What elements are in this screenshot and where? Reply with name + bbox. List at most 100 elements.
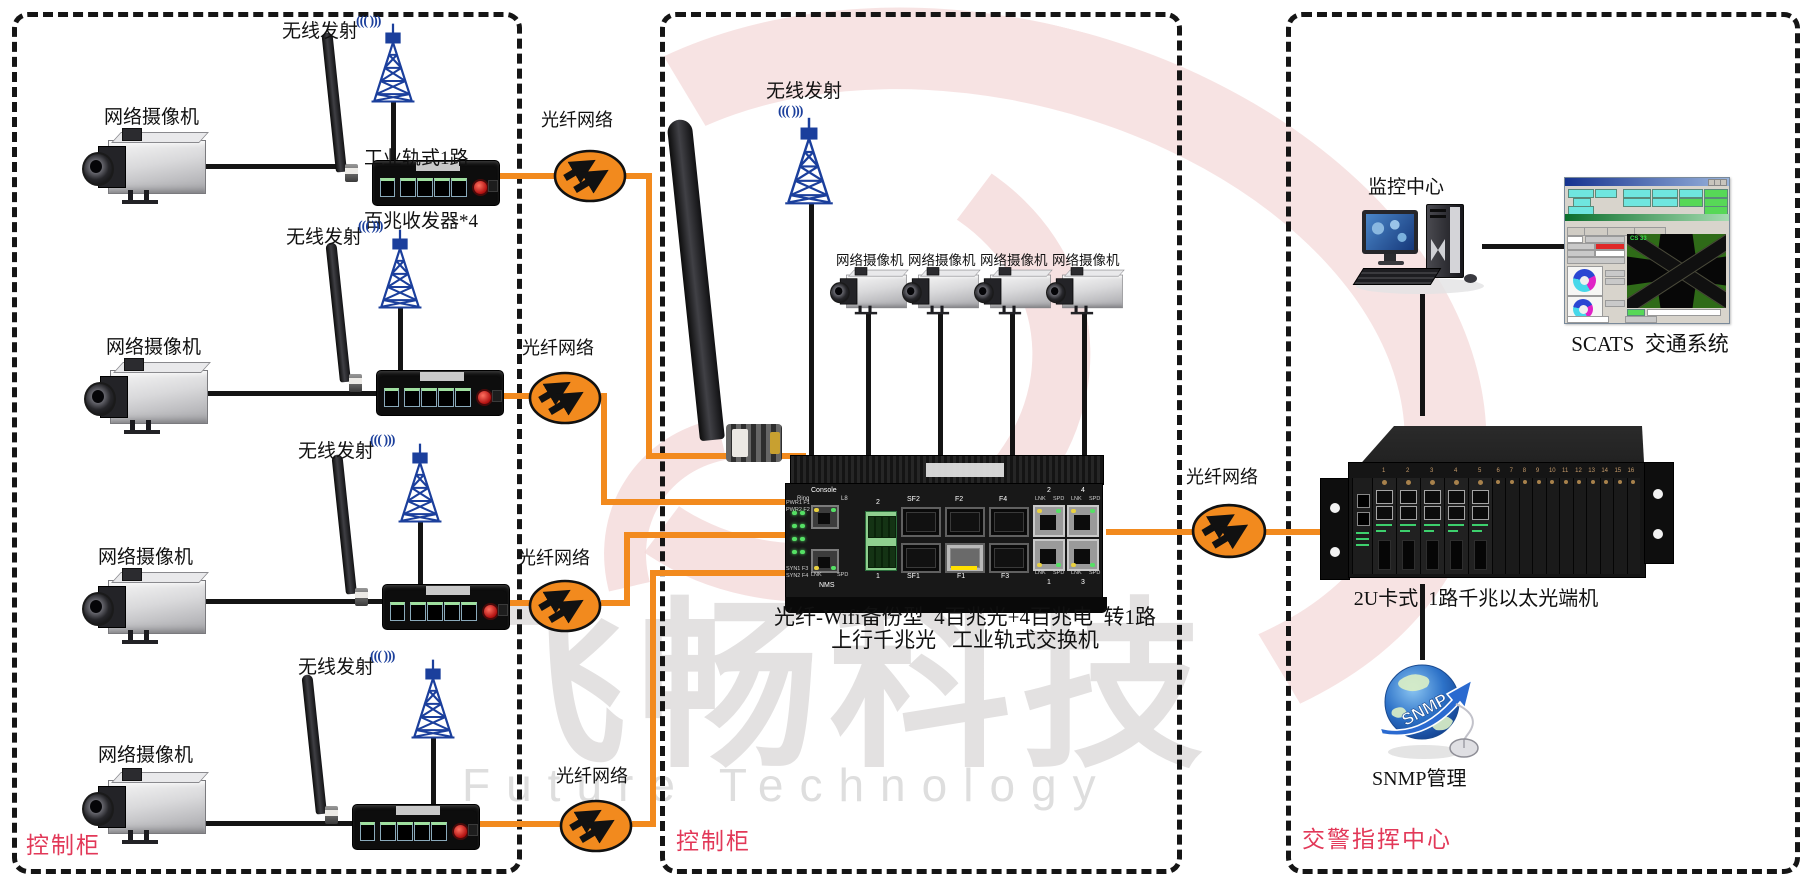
watermark-company-en: Future Technology [462, 759, 1112, 811]
ip-camera [82, 766, 209, 846]
antenna-base [325, 806, 338, 824]
wireless-label: 无线发射 [298, 441, 375, 462]
port-label: L8 [841, 496, 848, 502]
scats-button [1652, 198, 1678, 207]
ip-camera [974, 266, 1053, 316]
fiber-line [650, 570, 656, 827]
fiber-line [601, 499, 801, 505]
scats-field [1567, 250, 1595, 257]
port-label: 1 [876, 573, 880, 580]
scats-label: SCATS 交通系统 [1571, 332, 1729, 356]
zone-left-control-cabinet [12, 12, 522, 874]
wire [418, 522, 423, 586]
port-label: 3 [1081, 579, 1085, 586]
wireless-label: 无线发射 [766, 81, 843, 102]
wire [391, 102, 396, 164]
fiber-transceiver [382, 584, 510, 630]
wire [809, 204, 814, 458]
scats-field [1595, 250, 1625, 257]
scats-field [1585, 236, 1625, 243]
fiber-line [650, 570, 802, 576]
scats-button [1679, 198, 1703, 207]
scats-field [1625, 316, 1657, 323]
radio-tower-icon [365, 22, 421, 104]
port-label: SPD [1053, 570, 1065, 576]
ip-camera [1046, 266, 1125, 316]
fiber-network-icon [527, 370, 603, 426]
scats-button [1623, 189, 1651, 198]
fiber-line [601, 393, 607, 505]
map-junction-id: CS 33 [1630, 236, 1647, 242]
port-label: SF1 [907, 573, 920, 580]
wire [1082, 314, 1087, 460]
rj45-port [811, 505, 839, 529]
scats-status-field [1647, 309, 1721, 316]
window-close-icon [1720, 179, 1727, 186]
port-label: PWR2 F2 [786, 507, 810, 513]
antenna-base [345, 164, 358, 182]
fiber-network-label: 光纤网络 [518, 548, 590, 568]
port-label: SYN2 F4 [786, 573, 809, 579]
camera-label: 网络摄像机 [98, 745, 194, 766]
monitor-center-label: 监控中心 [1368, 177, 1445, 198]
camera-label: 网络摄像机 [980, 253, 1048, 268]
port-label: SPD [837, 572, 849, 578]
zone-middle-control-cabinet [660, 12, 1182, 874]
switch-top-rail [790, 455, 1104, 485]
fiber-network-label: 光纤网络 [1186, 467, 1258, 487]
rack-slot-number: 3 [1430, 468, 1434, 474]
port-label: SF2 [907, 496, 920, 503]
wireless-waves: ((( ))) [358, 219, 384, 234]
pie-chart [1567, 266, 1603, 296]
port-label: F2 [955, 496, 964, 503]
scats-status-cell [1627, 309, 1645, 316]
port-label: LNK [1035, 496, 1046, 502]
rj45-port [1033, 505, 1065, 537]
port-label: SYN1 F3 [786, 566, 809, 572]
transceiver-label-line1: 工业轨式1路 [364, 148, 469, 169]
port-label: NMS [819, 582, 835, 589]
fiber-line [478, 821, 560, 827]
camera-label: 网络摄像机 [836, 253, 904, 268]
rack-ear [1644, 462, 1674, 564]
wire [204, 164, 352, 169]
scats-button [1568, 189, 1594, 198]
led-indicators [792, 511, 806, 563]
sfp-slot [901, 507, 941, 537]
wire [1482, 244, 1564, 249]
scats-button [1652, 189, 1678, 198]
fiber-line [1106, 529, 1192, 535]
port-label: PWR1 F1 [786, 500, 810, 506]
switch-caption-line2: 上行千兆光 工业轨式交换机 [831, 628, 1099, 652]
fiber-line [601, 600, 630, 606]
fiber-network-icon [552, 148, 628, 204]
port-label: LNK [811, 572, 822, 578]
zone-right-command-center [1286, 12, 1800, 874]
wire [1420, 294, 1425, 416]
fiber-network-label: 光纤网络 [556, 766, 628, 786]
wireless-waves: ((( ))) [370, 649, 396, 664]
wire [206, 391, 378, 396]
port-label: LNK [1071, 496, 1082, 502]
traffic-intersection-map: CS 33 [1627, 234, 1726, 308]
fiber-line [504, 393, 530, 399]
camera-label: 网络摄像机 [98, 547, 194, 568]
wire [866, 314, 871, 460]
camera-label: 网络摄像机 [104, 107, 200, 128]
rj45-port [1033, 539, 1065, 571]
fiber-line [626, 173, 652, 179]
sfp-slot [901, 543, 941, 573]
rack-slots [1352, 478, 1641, 574]
scats-button [1623, 198, 1651, 207]
terminal-block [865, 511, 897, 571]
port-label: Console [811, 487, 837, 494]
scats-title-bar [1565, 178, 1729, 186]
scats-button [1679, 189, 1703, 198]
scats-field [1567, 243, 1595, 250]
rack-slot-number: 14 [1601, 468, 1609, 474]
rack-slot-number: 4 [1454, 468, 1458, 474]
port-label: SPD [1053, 496, 1065, 502]
port-label: F4 [999, 496, 1008, 503]
rj45-port [1067, 539, 1099, 571]
